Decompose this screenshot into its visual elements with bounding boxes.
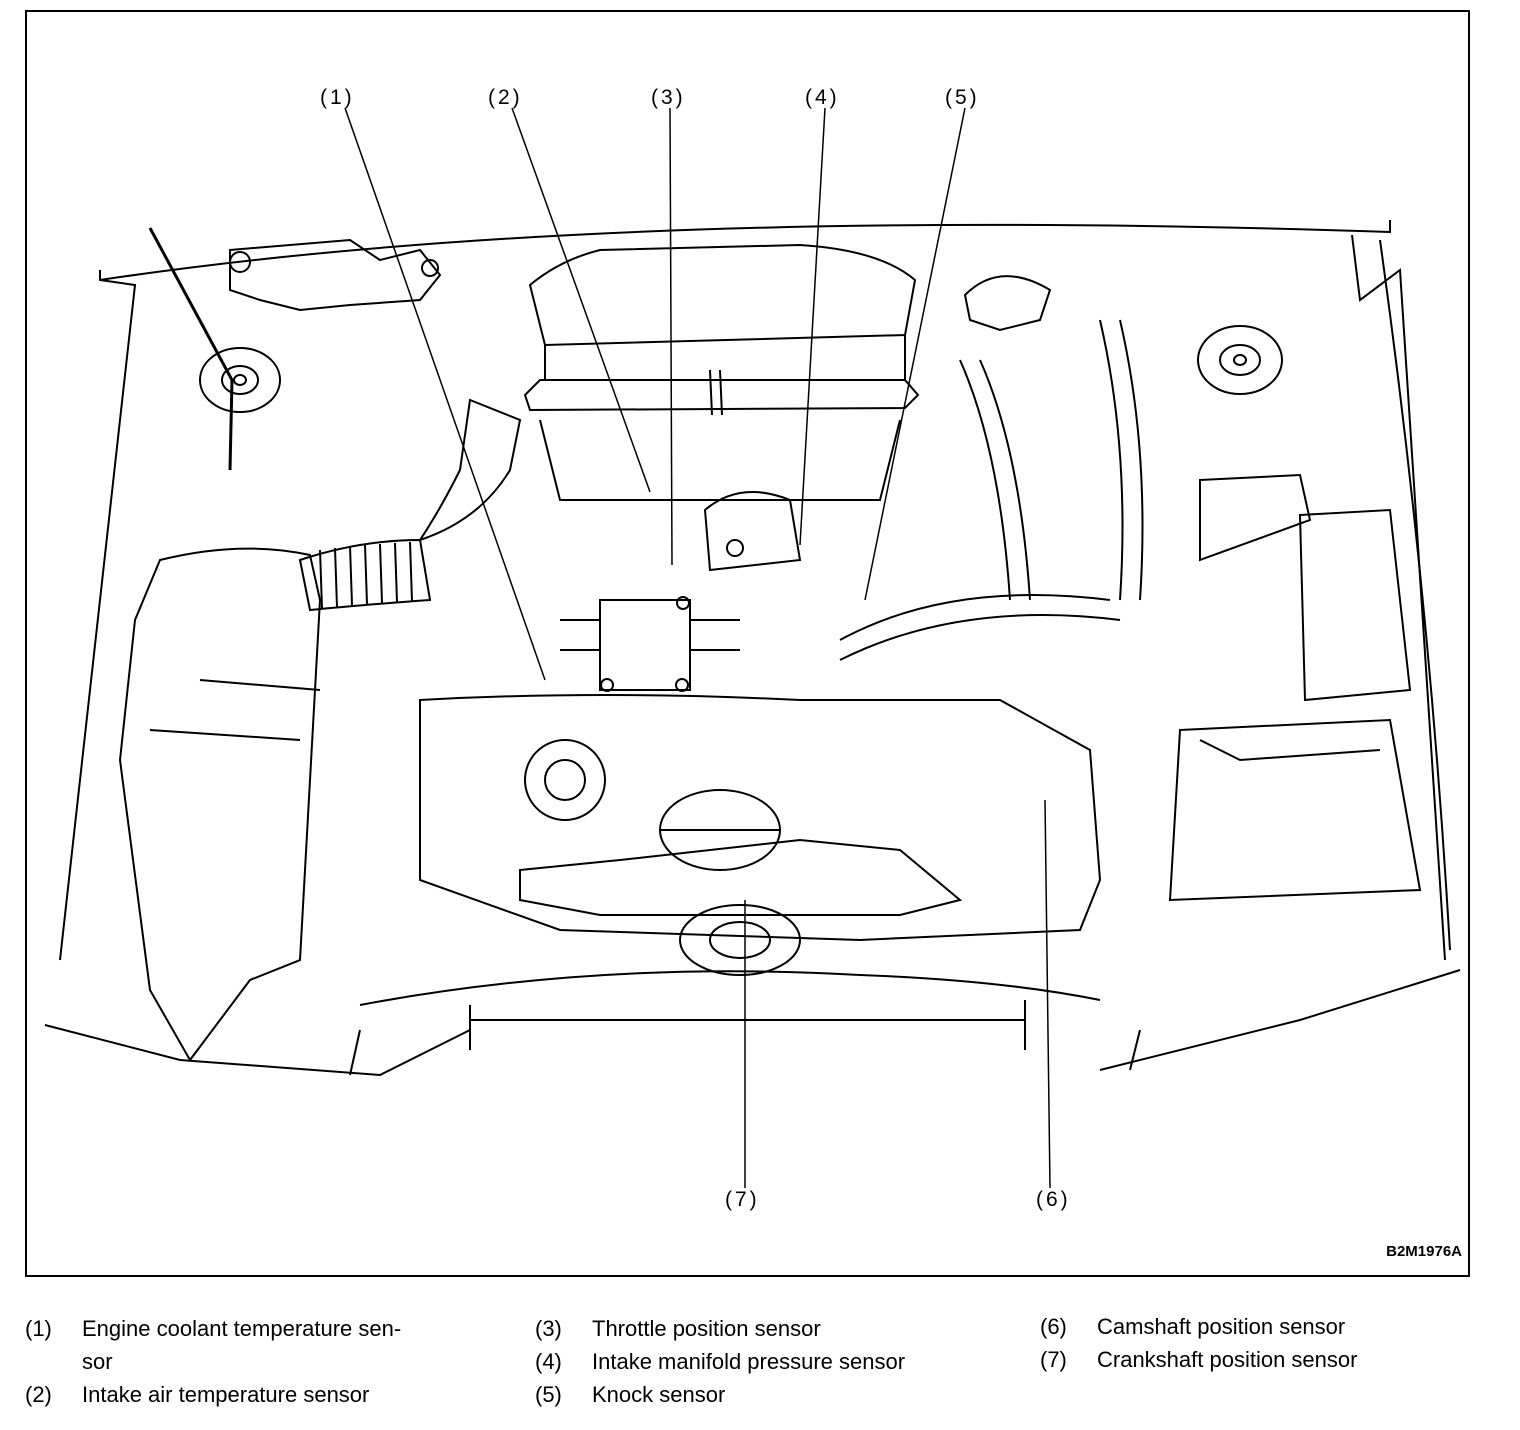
- throttle-body: [703, 491, 802, 572]
- leader-line-5: [864, 107, 966, 601]
- legend-item-3: (3) Throttle position sensor: [535, 1312, 1015, 1347]
- legend-num: (7): [1040, 1347, 1067, 1372]
- callout-1: (1): [320, 86, 355, 109]
- legend-item-1: (1) Engine coolant temperature sen- sor: [25, 1312, 505, 1382]
- leader-line-3: [669, 107, 673, 566]
- callout-2: (2): [488, 86, 523, 109]
- air-cleaner-box: [528, 243, 917, 347]
- left-strut-tower: [199, 347, 281, 413]
- legend-num: (3): [535, 1316, 562, 1341]
- intake-manifold: [599, 599, 691, 691]
- leader-lines: [344, 107, 1051, 1189]
- legend-text: Crankshaft position sensor: [1097, 1347, 1358, 1372]
- figure-frame: [25, 10, 1470, 1277]
- legend-item-5: (5) Knock sensor: [535, 1378, 1015, 1413]
- leader-line-2: [511, 107, 651, 493]
- legend-num: (1): [25, 1316, 52, 1341]
- washer-tank: [118, 547, 322, 1062]
- leader-line-6: [1044, 799, 1051, 1189]
- crank-pulley: [679, 904, 801, 976]
- callout-6: (6): [1036, 1188, 1071, 1211]
- legend-text-cont: sor: [82, 1349, 113, 1374]
- battery: [1168, 718, 1422, 902]
- leader-line-4: [799, 107, 826, 546]
- legend-text: Engine coolant temperature sen-: [82, 1316, 402, 1341]
- callout-7: (7): [725, 1188, 760, 1211]
- legend-text: Knock sensor: [592, 1382, 726, 1407]
- legend-text: Intake air temperature sensor: [82, 1382, 370, 1407]
- legend-num: (2): [25, 1382, 52, 1407]
- engine-block: [419, 694, 1102, 942]
- callout-3: (3): [651, 86, 686, 109]
- leader-line-1: [344, 107, 546, 681]
- legend-num: (6): [1040, 1314, 1067, 1339]
- legend-text: Camshaft position sensor: [1097, 1314, 1346, 1339]
- legend: (1) Engine coolant temperature sen- sor …: [0, 1312, 1520, 1422]
- legend-text: Throttle position sensor: [592, 1316, 821, 1341]
- legend-item-2: (2) Intake air temperature sensor: [25, 1378, 505, 1413]
- figure-code: B2M1976A: [1386, 1243, 1462, 1260]
- radiator: [469, 1000, 1026, 1050]
- callout-5: (5): [945, 86, 980, 109]
- legend-item-4: (4) Intake manifold pressure sensor: [535, 1345, 1015, 1380]
- legend-item-7: (7) Crankshaft position sensor: [1040, 1343, 1510, 1378]
- legend-item-6: (6) Camshaft position sensor: [1040, 1310, 1510, 1345]
- legend-num: (5): [535, 1382, 562, 1407]
- right-strut-tower: [1197, 325, 1283, 395]
- legend-num: (4): [535, 1349, 562, 1374]
- hood-outline: [99, 220, 1391, 281]
- callout-4: (4): [805, 86, 840, 109]
- intake-duct: [298, 538, 432, 612]
- legend-text: Intake manifold pressure sensor: [592, 1349, 906, 1374]
